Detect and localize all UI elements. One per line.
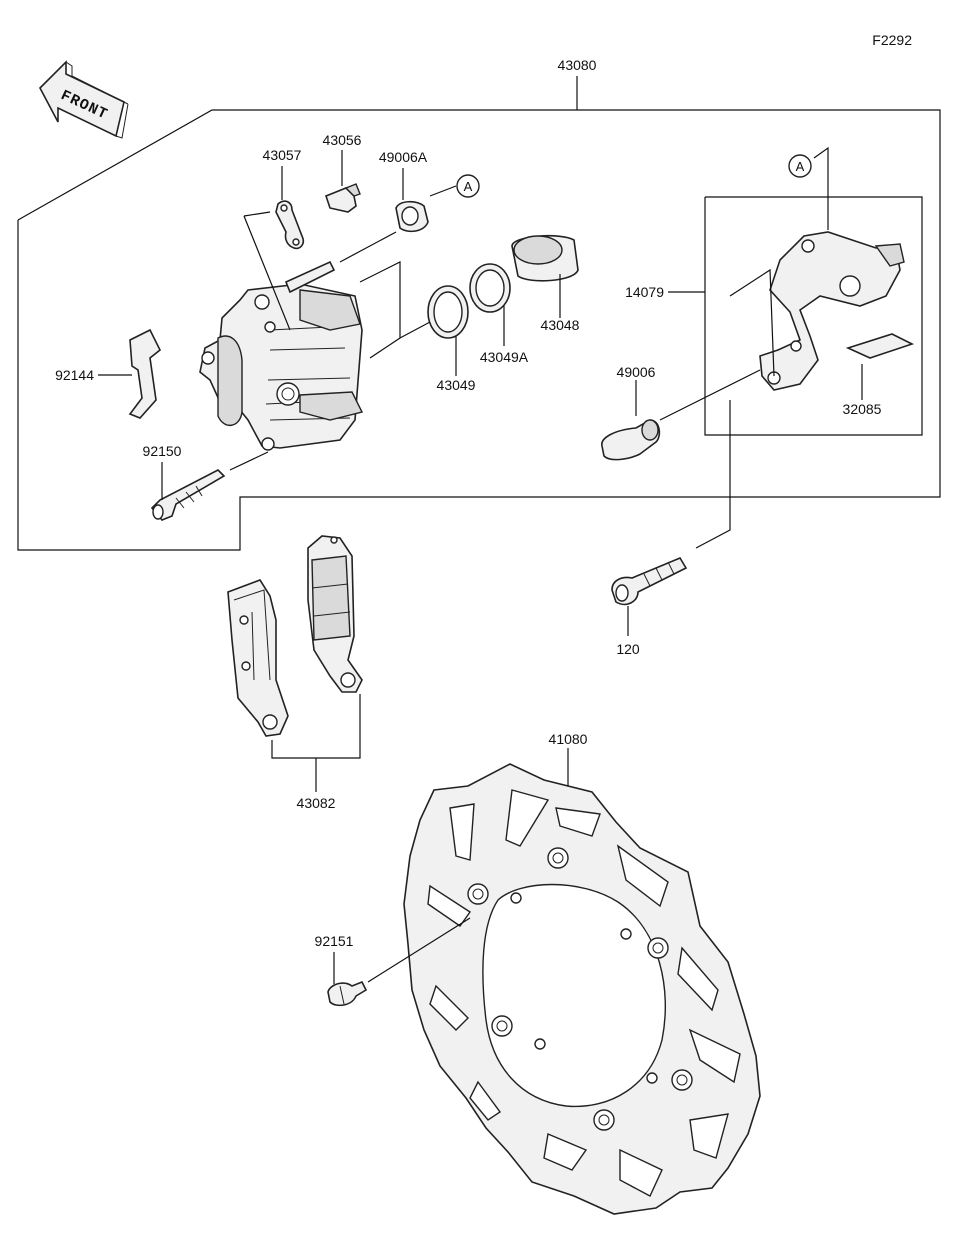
mounting-bolt-120: 120: [611, 400, 731, 657]
label-92151: 92151: [315, 933, 354, 949]
pad-spring-92144: 92144: [55, 328, 162, 419]
label-43049A: 43049A: [480, 349, 529, 365]
pad-shim-32085: 32085: [843, 333, 915, 417]
label-92150: 92150: [143, 443, 182, 459]
label-41080: 41080: [549, 731, 588, 747]
label-49006: 49006: [617, 364, 656, 380]
dust-seal-43049A: 43049A: [469, 263, 529, 365]
label-43049: 43049: [437, 377, 476, 393]
slide-pin-49006: 49006: [601, 364, 761, 461]
label-43056: 43056: [323, 132, 362, 148]
piston-seal-43049: 43049: [427, 285, 476, 393]
piston-43048: 43048: [511, 234, 580, 333]
caliper-bracket-14079: 14079: [625, 231, 905, 391]
caliper-assembly-outline: 43080: [17, 57, 941, 551]
piston-leader-lines: [359, 261, 431, 359]
label-43057: 43057: [263, 147, 302, 163]
boot-49006A: 49006A A: [339, 149, 480, 263]
label-49006A: 49006A: [379, 149, 428, 165]
front-arrow-icon: FRONT: [39, 60, 129, 139]
label-32085: 32085: [843, 401, 882, 417]
brake-pads-43082: 43082: [227, 535, 363, 811]
disc-screw-92151: 92151: [315, 917, 471, 1007]
label-14079: 14079: [625, 284, 664, 300]
label-43048: 43048: [541, 317, 580, 333]
label-92144: 92144: [55, 367, 94, 383]
label-120: 120: [616, 641, 640, 657]
label-43082: 43082: [297, 795, 336, 811]
bleeder-valve-43056: 43056: [323, 132, 362, 213]
label-43080: 43080: [558, 57, 597, 73]
figure-code: F2292: [872, 32, 912, 48]
bracket-subassembly-box: [704, 196, 923, 436]
ref-a-right-group: A: [788, 146, 829, 230]
ref-circle-a-left: A: [464, 179, 473, 194]
ref-circle-a-right: A: [796, 159, 805, 174]
caliper-bolt-92150: 92150: [143, 443, 269, 521]
pad-pin-43057: 43057: [243, 147, 305, 331]
brake-disc-41080: 41080: [403, 731, 761, 1215]
brake-caliper-body: [199, 260, 364, 451]
